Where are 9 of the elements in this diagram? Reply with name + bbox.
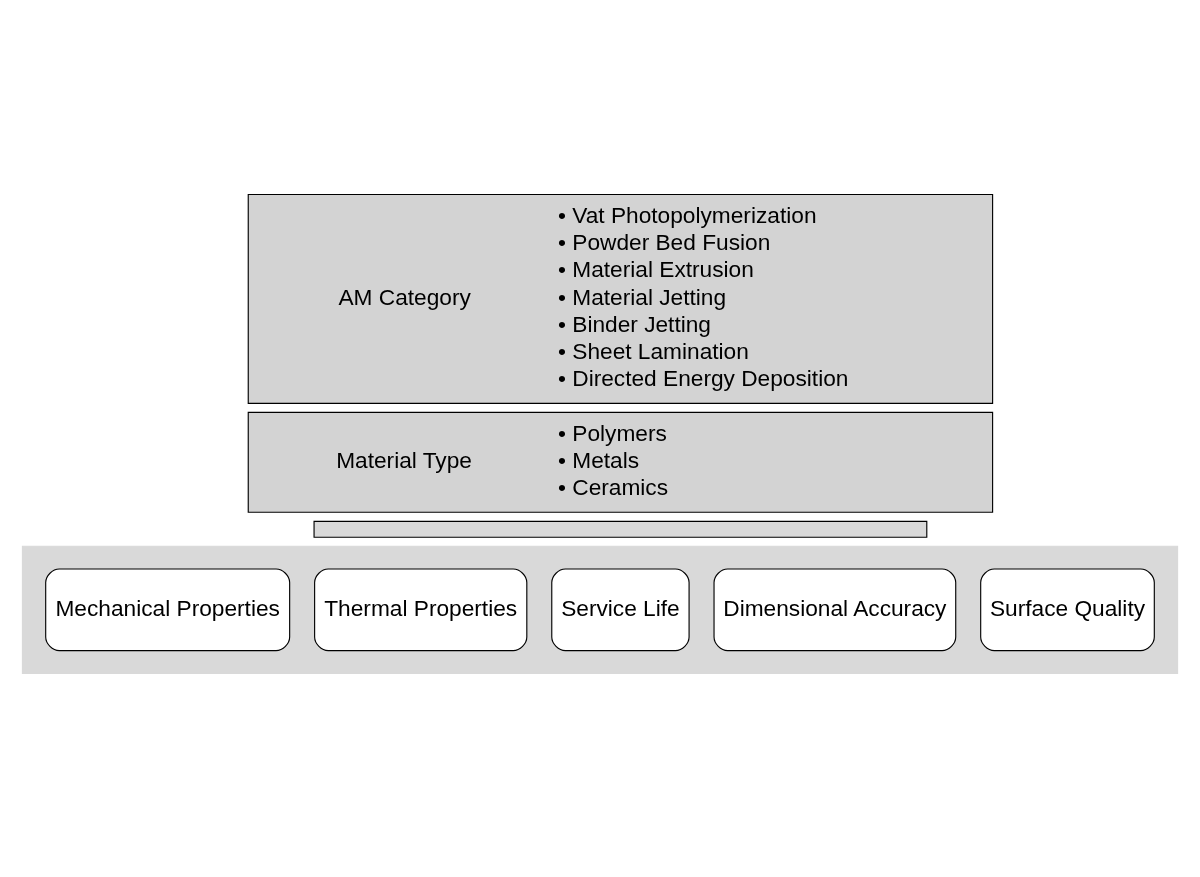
node-box: Mechanical Properties xyxy=(45,568,291,652)
node-box: Surface Quality xyxy=(980,568,1155,652)
node-bar xyxy=(313,520,928,538)
cluster xyxy=(21,545,1179,674)
node-box: Dimensional Accuracy xyxy=(713,568,957,652)
node-box: Service Life xyxy=(551,568,690,652)
node-box: AM Category • Vat Photopolymerization • Powder Bed Fusion • Material Extrusion • Material Jetting • Binder Jetting • Sheet Lamination • Directed Energy Deposition xyxy=(247,193,994,404)
node-box: Thermal Properties xyxy=(314,568,528,652)
node-box: Material Type • Polymers • Metals • Ceramics xyxy=(247,411,994,513)
